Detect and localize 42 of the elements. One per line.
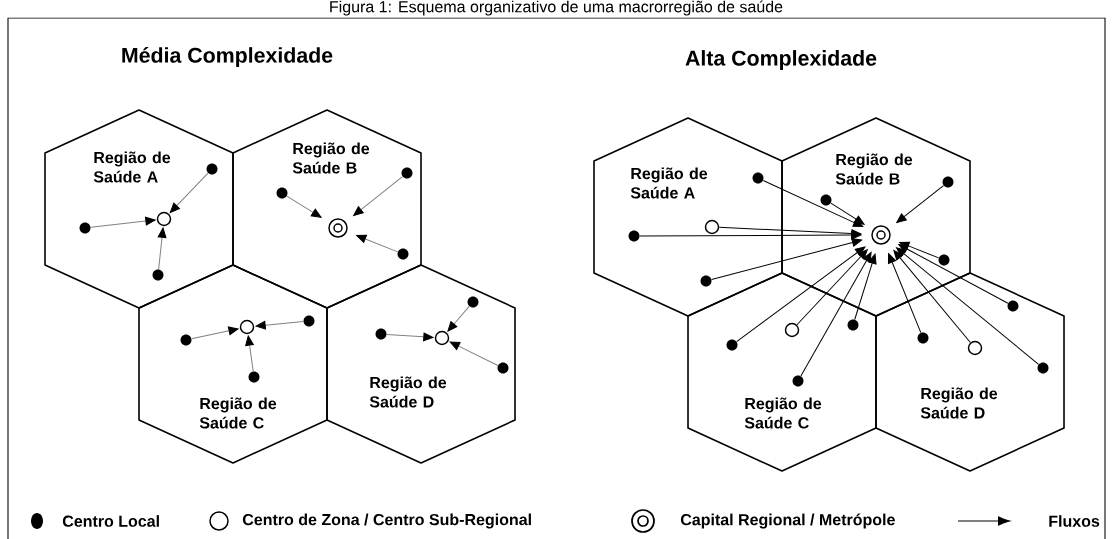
region-hexagon: Região de Saúde A [593, 117, 783, 317]
legend-label: Centro de Zona / Centro Sub-Regional [242, 513, 531, 529]
region-hexagon: Região de Saúde A [44, 109, 234, 309]
flow-arrow [736, 246, 866, 343]
flow-arrow [356, 234, 399, 253]
flow-arrow [449, 341, 499, 366]
flow-arrow [447, 305, 470, 332]
flow-arrow [711, 238, 863, 281]
flow-arrow [887, 253, 922, 334]
flow-arrow [854, 253, 877, 320]
flow-arrow [353, 176, 403, 216]
flow-arrow [245, 335, 254, 372]
flow-arrow [286, 195, 322, 218]
region-hexagon: Região de Saúde D [326, 264, 516, 464]
figure-title: Figura 1: Esquema organizativo de uma macrorregião de saúde [330, 0, 783, 16]
region-hexagon: Região de Saúde C [687, 272, 877, 472]
flow-arrow [893, 249, 971, 343]
flow-arrow [157, 227, 167, 270]
region-hexagon: Região de Saúde D [875, 272, 1065, 472]
legend-label: Centro Local [62, 515, 159, 527]
flow-arrow [762, 179, 864, 228]
flow-arrow [896, 247, 1040, 365]
flow-arrow [898, 244, 1009, 304]
regional-capital-symbol [871, 225, 891, 245]
flow-arrow [90, 216, 156, 228]
legend-label: Capital Regional / Metrópole [680, 513, 895, 529]
region-hexagon: Região de Saúde B [781, 117, 971, 317]
region-hexagon: Região de Saúde B [232, 109, 422, 309]
flow-arrow [255, 320, 304, 330]
panel-heading: Média Complexidade [122, 46, 333, 68]
legend-label: Fluxos [1049, 515, 1100, 527]
flow-arrow [800, 251, 872, 377]
region-hexagon: Região de Saúde C [138, 264, 328, 464]
flow-arrow [191, 326, 239, 340]
regional-capital-symbol [328, 218, 348, 238]
flow-arrow [830, 202, 865, 225]
flow-arrow [896, 185, 944, 224]
flow-arrow [639, 230, 862, 240]
flow-arrow [169, 172, 209, 213]
flow-arrow [796, 249, 868, 326]
panel-heading: Alta Complexidade [685, 50, 877, 70]
flow-arrow [386, 332, 434, 342]
